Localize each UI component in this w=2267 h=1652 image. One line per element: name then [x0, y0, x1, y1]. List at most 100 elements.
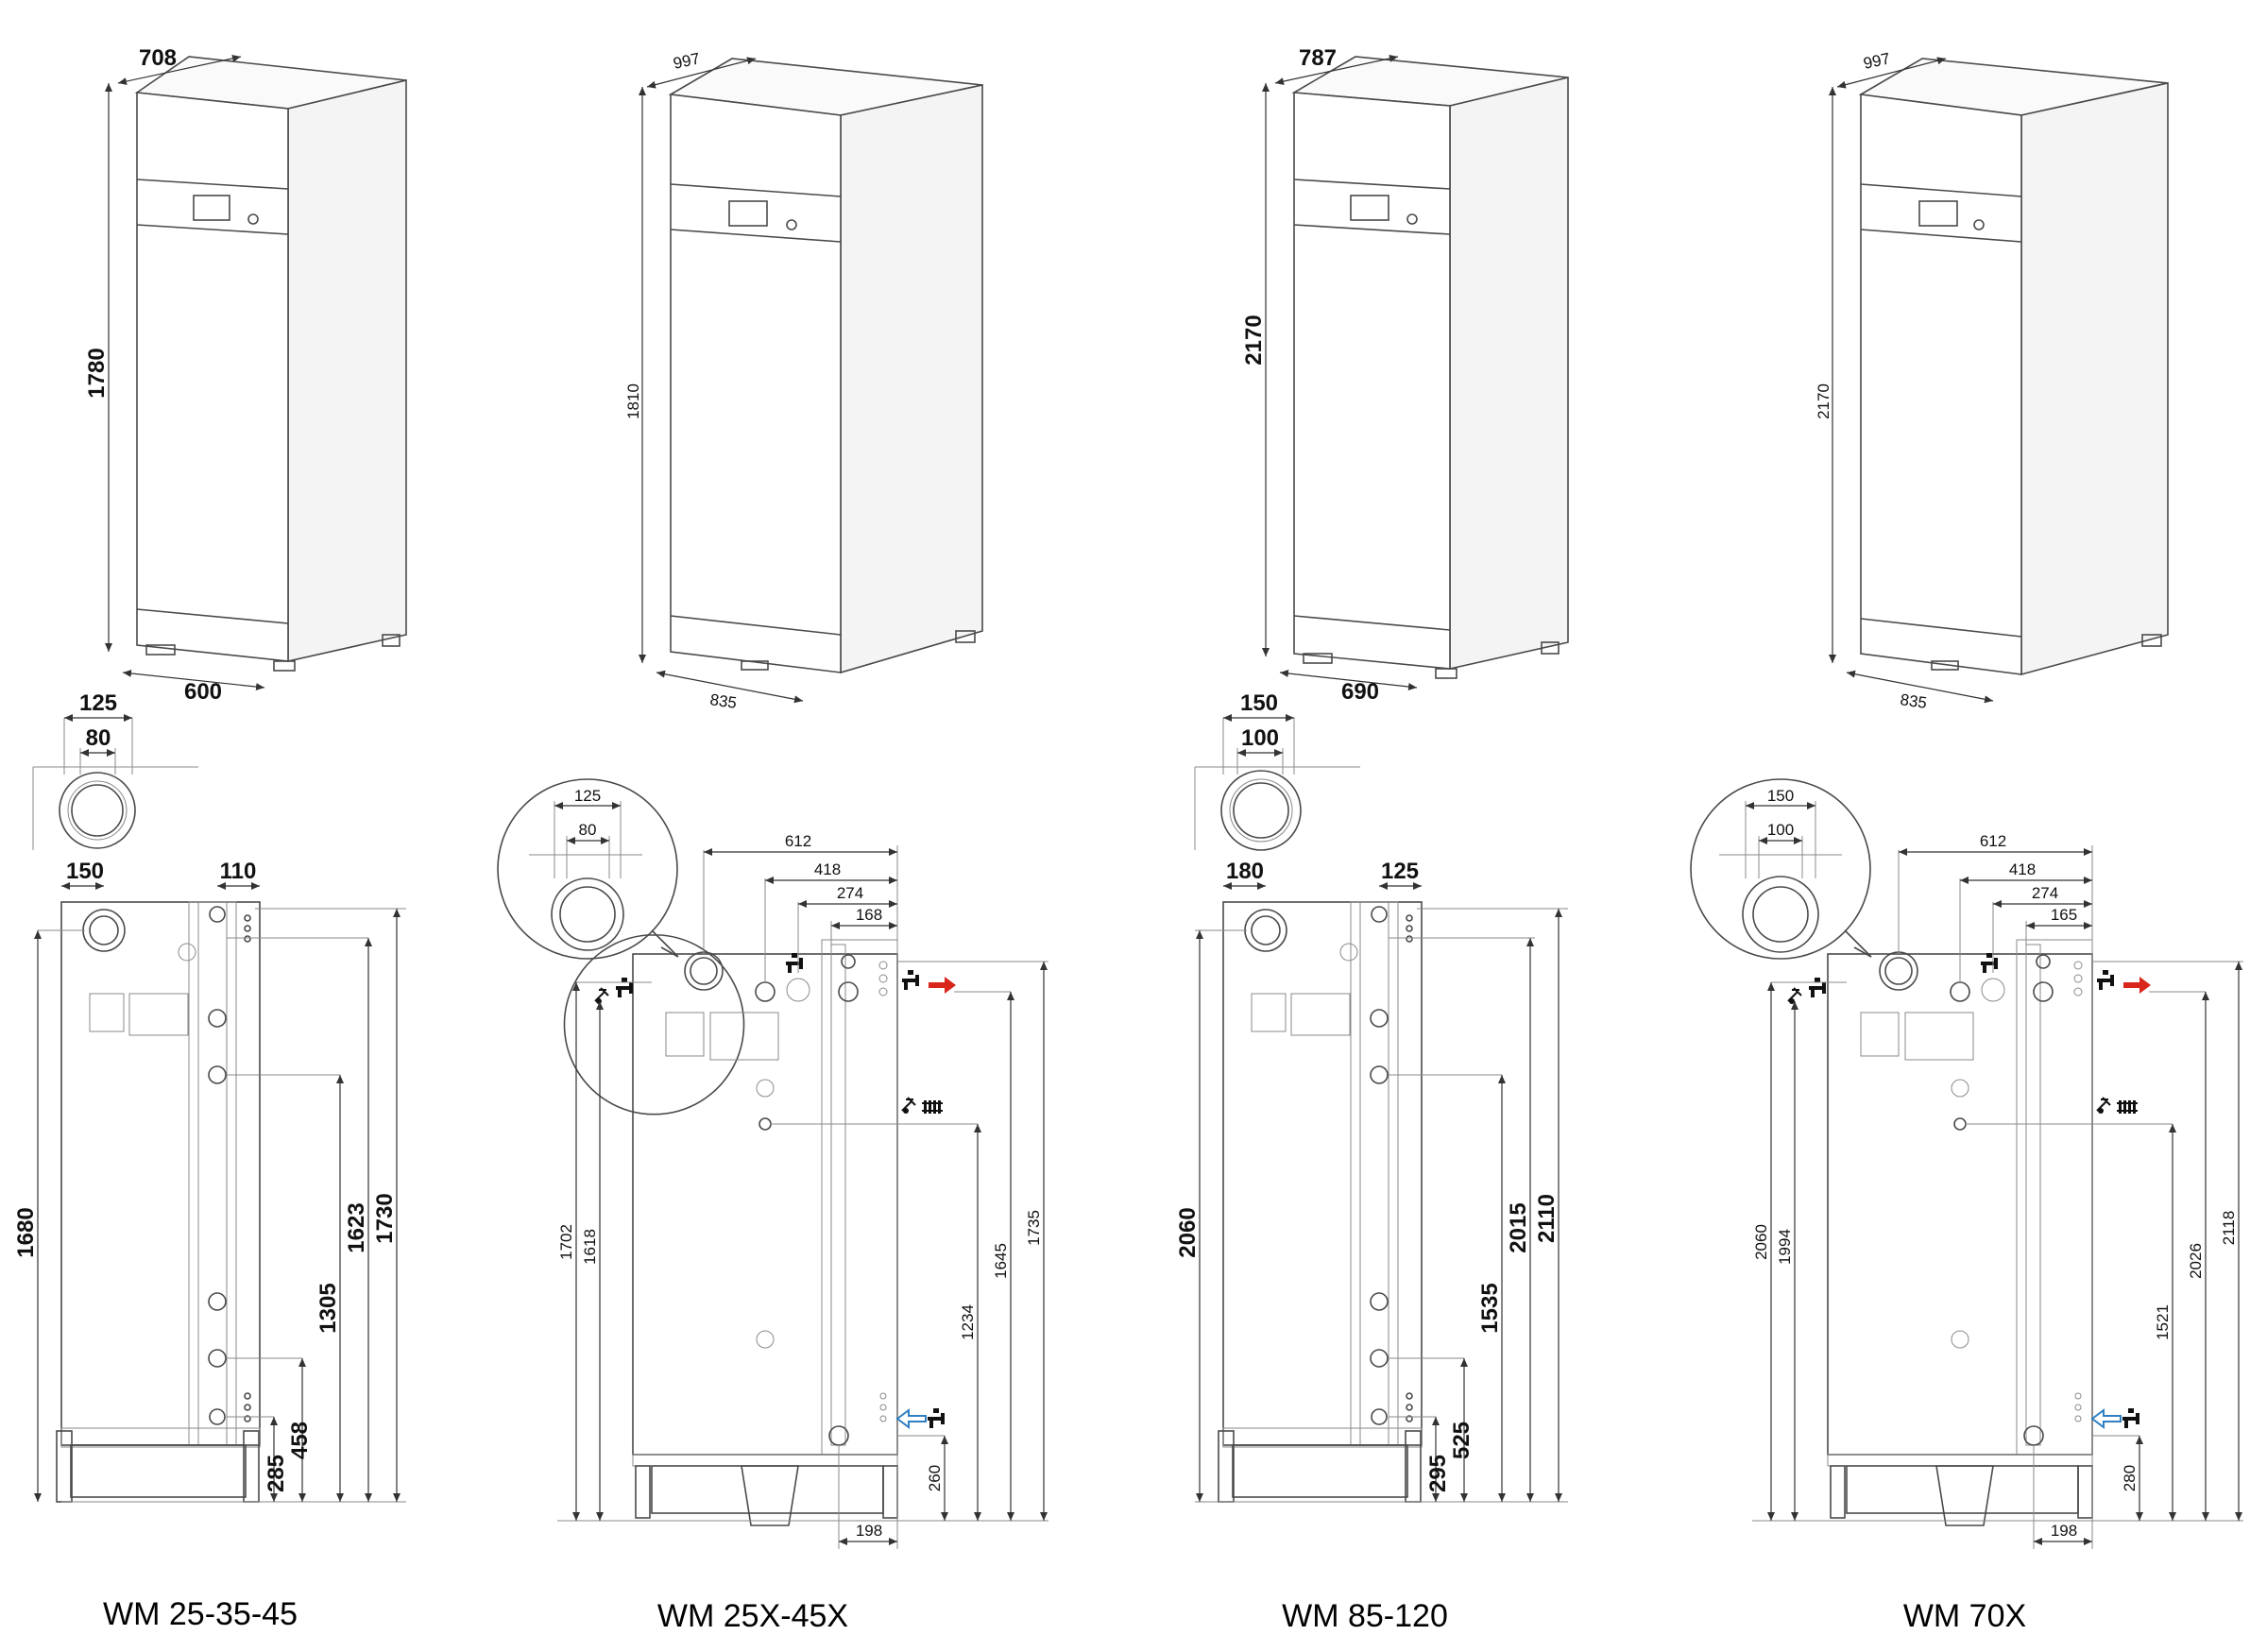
width-dim-2: 418 — [2009, 860, 2036, 878]
rear-view-1: 150 110 1680 1623 1730 1305 285 458 — [13, 859, 406, 1503]
flue-detail-3: 150 100 — [1194, 690, 1360, 851]
hot-water-arrow-icon — [2123, 977, 2151, 994]
base-plinth — [1846, 1465, 2079, 1514]
isometric-unit-4: 2170 997 835 — [1815, 49, 2169, 712]
width-dim-4: 168 — [856, 906, 882, 924]
power-knob — [786, 219, 797, 230]
isometric-unit-3: 2170 787 690 — [1241, 45, 1569, 705]
tap-icon — [2122, 1408, 2139, 1428]
height-dimension: 2170 — [1815, 383, 1832, 419]
flue-outer-diameter: 125 — [79, 690, 117, 716]
radiator-icon — [922, 1100, 943, 1114]
flue-outer-diameter: 150 — [1767, 787, 1794, 805]
unit-side — [840, 84, 983, 674]
rear-view-3: 180 125 2060 2015 2110 1535 295 525 — [1175, 859, 1568, 1503]
height-dim-6: 260 — [926, 1465, 944, 1491]
height-dim-flow: 1623 — [344, 1202, 369, 1252]
height-dim-3: 1234 — [959, 1304, 977, 1340]
model-label: WM 70X — [1903, 1598, 2026, 1634]
height-dim-1: 1702 — [557, 1224, 575, 1260]
model-label: WM 25-35-45 — [103, 1596, 298, 1632]
tap-icon — [786, 953, 803, 973]
height-dim-3: 1521 — [2154, 1304, 2172, 1340]
width-dim-3: 274 — [837, 884, 863, 902]
width-dimension: 835 — [708, 690, 738, 712]
flue-inner-pipe — [559, 886, 616, 943]
height-dimension: 1780 — [84, 348, 110, 398]
rear-panel — [1827, 953, 2093, 1456]
height-dim-1: 2060 — [1752, 1224, 1770, 1260]
height-dim-lower: 525 — [1449, 1422, 1474, 1459]
height-dim-flue: 1680 — [13, 1207, 39, 1257]
depth-dimension: 787 — [1299, 45, 1337, 71]
depth-dimension: 997 — [1862, 49, 1892, 72]
control-panel-display — [1350, 195, 1389, 221]
width-dim-flue: 612 — [785, 832, 811, 850]
height-dim-6: 280 — [2121, 1465, 2139, 1491]
height-dim-2: 1618 — [581, 1229, 599, 1265]
flue-outer-diameter: 125 — [574, 787, 601, 805]
vent-valve-icon — [594, 987, 609, 1005]
flue-outer-pipe — [1220, 770, 1302, 851]
flue-inner-diameter: 100 — [1241, 725, 1279, 751]
flue-position-dimension: 180 — [1226, 859, 1264, 884]
flue-inner-diameter: 100 — [1767, 821, 1794, 839]
control-panel-display — [728, 200, 768, 227]
height-dim-return: 1305 — [315, 1283, 341, 1333]
height-dim-total: 1730 — [372, 1193, 398, 1243]
width-dim-4: 165 — [2051, 906, 2077, 924]
connection-position-dimension: 125 — [1381, 859, 1419, 884]
height-dimension: 2170 — [1241, 315, 1267, 365]
width-dim-3: 274 — [2032, 884, 2058, 902]
depth-dimension: 708 — [139, 45, 177, 71]
isometric-unit-1: 1780 708 600 — [84, 45, 407, 705]
vent-valve-icon — [901, 1097, 916, 1115]
control-panel-display — [193, 195, 230, 221]
model-wm-70x: 2170 997 835 150 100 — [1690, 49, 2243, 1634]
power-knob — [1406, 213, 1418, 225]
flue-outer-pipe — [1742, 876, 1819, 953]
rear-panel — [60, 901, 261, 1446]
model-label: WM 25X-45X — [657, 1598, 848, 1634]
unit-side — [287, 78, 407, 662]
unit-front — [670, 94, 842, 673]
width-dim-2: 418 — [814, 860, 841, 878]
vent-valve-icon — [2096, 1097, 2111, 1115]
power-knob — [1973, 219, 1985, 230]
height-dim-total: 2110 — [1534, 1194, 1560, 1243]
height-dim-bottom: 285 — [264, 1455, 289, 1492]
height-dim-5: 1735 — [1025, 1210, 1043, 1246]
cold-water-arrow-icon — [2090, 1408, 2122, 1429]
height-dim-bottom: 295 — [1425, 1455, 1451, 1492]
cold-water-arrow-icon — [895, 1408, 927, 1429]
flue-inner-diameter: 80 — [579, 821, 597, 839]
width-dim-bottom: 198 — [856, 1522, 882, 1540]
depth-dimension: 997 — [672, 49, 702, 72]
width-dimension: 600 — [184, 679, 222, 705]
base-plinth — [70, 1444, 247, 1498]
connection-position-dimension: 110 — [220, 859, 257, 884]
flue-detail-4: 150 100 — [1690, 778, 1872, 960]
width-dimension: 690 — [1341, 679, 1379, 705]
tap-icon — [1981, 953, 1998, 973]
rear-panel — [1222, 901, 1423, 1446]
flue-position-dimension: 150 — [66, 859, 104, 884]
control-panel-display — [1918, 200, 1958, 227]
height-dim-2: 1994 — [1776, 1229, 1794, 1265]
base-plinth — [1232, 1444, 1408, 1498]
tap-icon — [902, 970, 919, 990]
unit-front — [1860, 94, 2022, 675]
width-dim-bottom: 198 — [2051, 1522, 2077, 1540]
height-dim-lower: 458 — [287, 1422, 313, 1459]
height-dim-flue: 2060 — [1175, 1207, 1201, 1257]
radiator-icon — [2117, 1100, 2138, 1114]
flue-inner-pipe — [71, 784, 124, 837]
flue-outer-pipe — [551, 877, 624, 951]
height-dim-5: 2118 — [2220, 1211, 2238, 1246]
unit-side — [1449, 76, 1569, 670]
flue-detail-2: 125 80 — [497, 778, 745, 1116]
width-dim-flue: 612 — [1980, 832, 2006, 850]
flue-inner-diameter: 80 — [86, 725, 111, 751]
flue-inner-pipe — [1752, 886, 1809, 943]
